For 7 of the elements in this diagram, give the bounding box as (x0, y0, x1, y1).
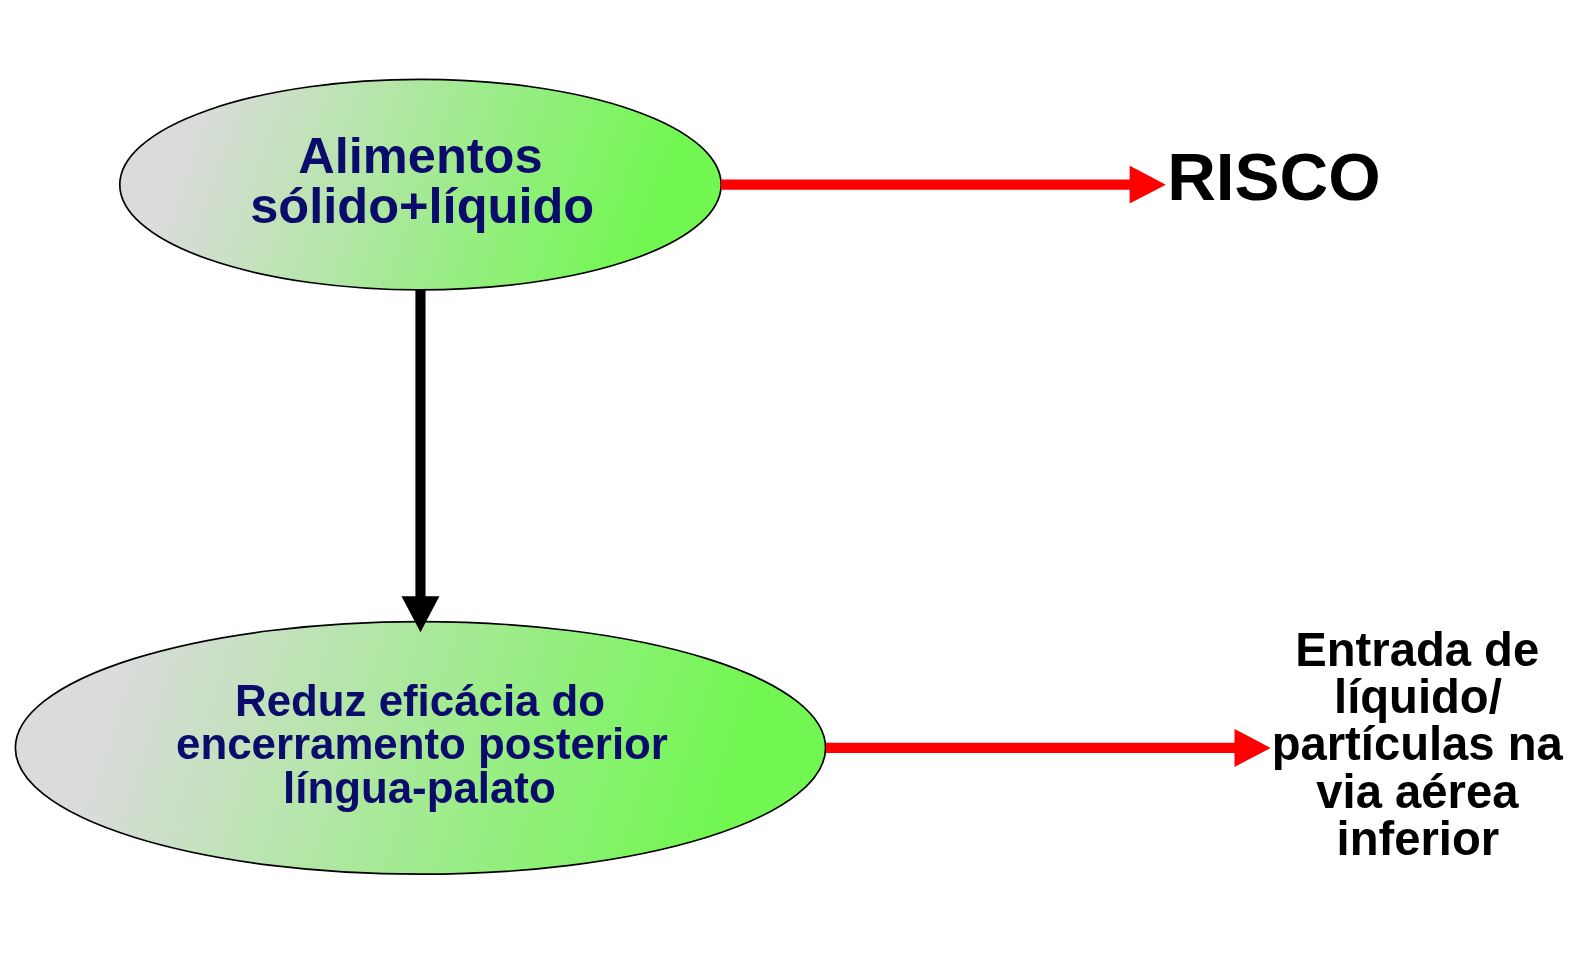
arrow (720, 165, 1166, 204)
node-text: Entrada de líquido/ partículas na via aérea inferior (1271, 623, 1563, 865)
node-ellipse: Alimentos sólido+líquido (118, 78, 722, 291)
arrow (825, 728, 1271, 767)
arrow (401, 289, 440, 633)
node-text: RISCO (1167, 138, 1381, 214)
node-ellipse: Reduz eficácia do encerramento posterior língua-palato (14, 620, 827, 876)
